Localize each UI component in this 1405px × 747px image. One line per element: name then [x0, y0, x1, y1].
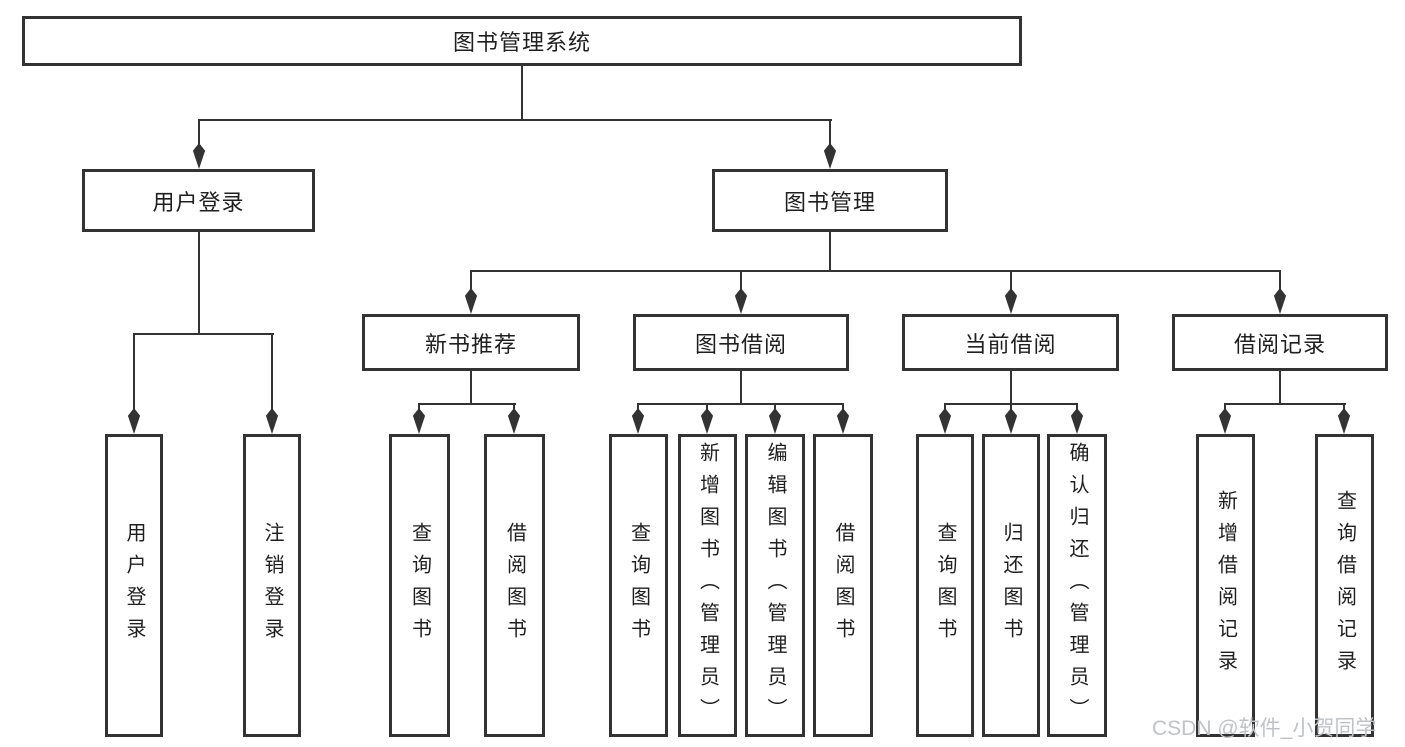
arrow-down-icon	[192, 143, 206, 169]
leaf-label: 归还图书	[1000, 521, 1022, 650]
leaf-user-login: 用户登录	[105, 434, 163, 737]
leaf-label: 借阅图书	[832, 521, 854, 650]
arrow-down-icon	[464, 288, 478, 314]
leaf-logout-login: 注销登录	[243, 434, 301, 737]
connector-line	[1279, 270, 1281, 290]
leaf-label: 编辑图书（管理员）	[764, 441, 786, 730]
connector-line	[470, 371, 472, 405]
connector-line	[1076, 403, 1078, 412]
connector-line	[1010, 270, 1012, 290]
leaf-add-books-admin: 新增图书（管理员）	[678, 434, 737, 737]
connector-line	[133, 333, 135, 410]
connector-line	[842, 403, 844, 412]
connector-line	[829, 119, 831, 146]
leaf-label: 借阅图书	[503, 521, 526, 650]
leaf-edit-books-admin: 编辑图书（管理员）	[745, 434, 805, 737]
connector-line	[470, 270, 1281, 272]
arrow-down-icon	[507, 408, 521, 434]
arrow-down-icon	[768, 408, 782, 434]
node-label: 借阅记录	[1233, 331, 1326, 357]
arrow-down-icon	[734, 288, 748, 314]
leaf-label: 查询图书	[934, 521, 956, 650]
node-label: 图书管理系统	[452, 30, 591, 55]
leaf-add-borrow-record: 新增借阅记录	[1196, 434, 1255, 737]
leaf-label: 用户登录	[123, 521, 145, 650]
arrow-down-icon	[631, 408, 645, 434]
leaf-label: 确认归还（管理员）	[1066, 441, 1088, 730]
arrow-down-icon	[1004, 408, 1018, 434]
connector-line	[637, 403, 844, 405]
connector-line	[521, 66, 523, 121]
node-book-borrow: 图书借阅	[633, 314, 849, 371]
leaf-label: 查询借阅记录	[1333, 489, 1356, 682]
leaf-borrow-books: 借阅图书	[813, 434, 873, 737]
leaf-return-books: 归还图书	[982, 434, 1040, 737]
connector-line	[706, 403, 708, 412]
arrow-down-icon	[1273, 288, 1287, 314]
connector-line	[1010, 403, 1012, 412]
leaf-query-books-borrow: 查询图书	[609, 434, 668, 737]
leaf-label: 新增借阅记录	[1214, 489, 1237, 682]
connector-line	[740, 270, 742, 290]
connector-line	[133, 333, 274, 335]
connector-line	[944, 403, 946, 412]
arrow-down-icon	[127, 408, 141, 434]
connector-line	[1224, 403, 1346, 405]
connector-line	[1343, 403, 1345, 412]
connector-line	[198, 119, 200, 146]
node-current-borrow: 当前借阅	[902, 314, 1119, 371]
connector-line	[198, 232, 200, 335]
connector-line	[829, 232, 831, 272]
node-book-management: 图书管理	[712, 169, 948, 232]
node-label: 新书推荐	[424, 331, 517, 357]
leaf-label: 新增图书（管理员）	[696, 441, 719, 730]
arrow-down-icon	[1218, 408, 1232, 434]
connector-line	[271, 333, 273, 410]
arrow-down-icon	[265, 408, 279, 434]
arrow-down-icon	[412, 408, 426, 434]
leaf-query-borrow-record: 查询借阅记录	[1315, 434, 1374, 737]
connector-line	[1279, 371, 1281, 405]
node-label: 当前借阅	[964, 331, 1057, 357]
connector-line	[418, 403, 420, 412]
node-label: 用户登录	[152, 189, 245, 215]
connector-line	[1224, 403, 1226, 412]
arrow-down-icon	[823, 143, 837, 169]
leaf-label: 注销登录	[261, 521, 283, 650]
connector-line	[637, 403, 639, 412]
arrow-down-icon	[1070, 408, 1084, 434]
leaf-query-books-recommend: 查询图书	[389, 434, 450, 737]
arrow-down-icon	[700, 408, 714, 434]
node-library-management-system: 图书管理系统	[22, 16, 1022, 66]
node-label: 图书管理	[783, 189, 876, 215]
node-user-login: 用户登录	[82, 169, 315, 232]
csdn-watermark: CSDN @软件_小贺同学	[1152, 717, 1377, 740]
leaf-borrow-books-recommend: 借阅图书	[484, 434, 545, 737]
leaf-label: 查询图书	[408, 521, 431, 650]
arrow-down-icon	[938, 408, 952, 434]
leaf-query-books-current: 查询图书	[916, 434, 974, 737]
connector-line	[774, 403, 776, 412]
connector-line	[740, 371, 742, 405]
connector-line	[513, 403, 515, 412]
connector-line	[418, 403, 516, 405]
arrow-down-icon	[1004, 288, 1018, 314]
arrow-down-icon	[836, 408, 850, 434]
connector-line	[198, 119, 832, 121]
node-new-book-recommend: 新书推荐	[362, 314, 580, 371]
leaf-label: 查询图书	[627, 521, 650, 650]
arrow-down-icon	[1337, 408, 1351, 434]
node-label: 图书借阅	[694, 331, 787, 357]
node-borrow-records: 借阅记录	[1172, 314, 1388, 371]
connector-line	[470, 270, 472, 290]
connector-line	[1010, 371, 1012, 405]
leaf-confirm-return-admin: 确认归还（管理员）	[1047, 434, 1107, 737]
